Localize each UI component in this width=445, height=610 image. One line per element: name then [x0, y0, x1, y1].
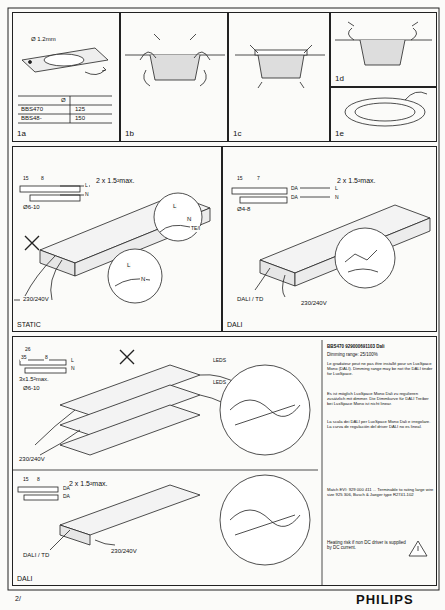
wiring-label: LEDS [212, 380, 227, 386]
note-text: La scala dei DALI per LuxSpace Mono Dali… [326, 420, 436, 430]
wiring-label: 3x1.5²max. [18, 376, 50, 383]
wiring-label: L [126, 262, 131, 269]
wiring-label: 230/240V [300, 300, 328, 307]
wiring-label: DA [290, 195, 299, 201]
wiring-label: 15 [236, 176, 244, 182]
dimension: Ø 1.2mm [30, 36, 57, 43]
wiring-label: 8 [36, 477, 41, 483]
wiring-label: LEDS [212, 358, 227, 364]
table-cell: 150 [74, 115, 86, 122]
wiring-label: 230/240V [18, 456, 46, 463]
panel-frame: 1c [228, 12, 330, 142]
wiring-label: 230/240V [22, 296, 50, 303]
wiring-label: DA [62, 486, 71, 492]
wiring-label: L [84, 183, 89, 189]
panel-label: 1d [334, 75, 345, 84]
table-cell: BBS470 [20, 106, 44, 113]
note-text: BBS470 929000691103 Dali [326, 344, 436, 349]
fixture-clips [335, 22, 432, 65]
wiring-label: 230/240V [110, 548, 138, 555]
wiring-label: 2 x 1.5²max. [336, 177, 377, 185]
static-wiring [14, 186, 210, 303]
note-text: Es ist möglich LuxSpace Mono Dali zu reg… [326, 392, 436, 406]
panel-frame: 1a [12, 12, 120, 142]
panel-label: 1c [232, 130, 242, 139]
wiring-label: 35 [20, 355, 28, 361]
static-chain-wiring [12, 350, 318, 470]
wiring-label: 15 [22, 477, 30, 483]
reflector-ring [345, 92, 427, 126]
panel-frame: 1b [120, 12, 228, 142]
panel-label: DALI [226, 321, 244, 329]
table-cell: Ø [60, 97, 67, 104]
panel-label: 1a [16, 130, 27, 139]
dali-chain-wiring [18, 475, 310, 565]
wiring-label: 2 x 1.5²max. [68, 480, 109, 488]
fixture-mounted [235, 45, 325, 88]
wiring-label: N [334, 195, 340, 201]
panel-frame: 1e [330, 87, 437, 142]
fixture-insert [125, 34, 225, 86]
table-cell: 125 [74, 106, 86, 113]
wiring-label: 8 [44, 355, 49, 361]
dali-wiring [232, 188, 430, 297]
note-text: Dimming range: 25/100% [326, 352, 436, 357]
wiring-label: N [186, 216, 192, 223]
wiring-label: 7 [256, 176, 261, 182]
wiring-label: 26 [24, 347, 32, 353]
panel-frame: STATIC [12, 146, 222, 332]
wiring-label: DA [62, 494, 71, 500]
wiring-label: N [84, 192, 90, 198]
wiring-label: Ø4-8 [236, 206, 251, 213]
note-text: Match EVI: 929 000 411 ... Terminable to… [326, 488, 436, 498]
wiring-label: Ø6-10 [22, 385, 41, 392]
panel-label: 1e [334, 130, 345, 139]
panel-label: STATIC [16, 321, 42, 329]
wiring-label: N [140, 276, 146, 283]
note-text: Le gradateur peut ne pas être installé p… [326, 362, 436, 376]
page-frame [8, 8, 439, 590]
brand-logo: PHILIPS [355, 593, 415, 608]
column-divider [322, 340, 323, 585]
note-text: Heating risk if non DC driver is supplie… [326, 540, 408, 550]
wiring-label: TE/I [190, 226, 201, 232]
panel-frame: DALI [222, 146, 437, 332]
panel-label: DALI [16, 575, 34, 583]
panel-frame: 1d [330, 12, 437, 87]
wiring-label: 8 [40, 176, 45, 182]
cutout-template [18, 48, 112, 123]
wiring-label: L [172, 203, 177, 210]
panel-label: 1b [124, 130, 135, 139]
table-cell: BBS48- [20, 115, 43, 122]
warning-triangle [409, 541, 427, 556]
wiring-label: N [70, 366, 76, 372]
wiring-label: L [70, 358, 75, 364]
wiring-label: DA [290, 186, 299, 192]
wiring-label: Ø6-10 [22, 204, 41, 211]
wiring-label: L [334, 186, 339, 192]
wiring-label: 2 x 1.5²max. [95, 177, 136, 185]
wiring-label: 2/ [14, 595, 22, 603]
wiring-label: DALI / TD [22, 552, 50, 559]
wiring-label: 15 [22, 176, 30, 182]
wiring-label: DALI / TD [236, 296, 264, 303]
